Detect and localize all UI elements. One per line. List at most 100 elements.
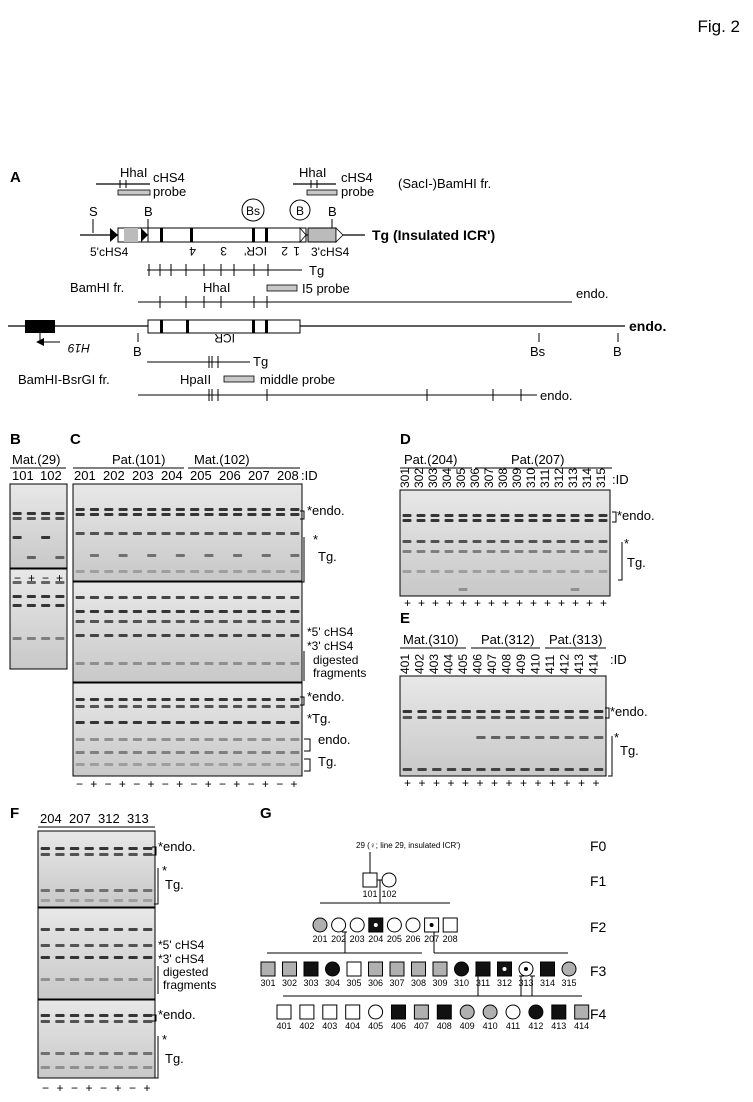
gel-band (461, 768, 471, 771)
gel-band (104, 698, 114, 701)
gel-band (75, 705, 85, 708)
gel-band (75, 513, 85, 516)
panel-b-letter: B (10, 431, 21, 448)
gel-band (458, 550, 468, 553)
pedigree-f3 (561, 961, 577, 977)
gel-band (218, 751, 228, 754)
gel-band (75, 738, 85, 741)
pedigree-id: 206 (405, 934, 420, 944)
gel-band (444, 540, 454, 543)
pedigree-id: 304 (325, 978, 340, 988)
gel-band (476, 716, 486, 719)
gel-band (584, 514, 594, 517)
treatment-mark: + (433, 776, 440, 790)
treatment-mark: + (572, 596, 579, 610)
icr-repeat (160, 320, 163, 333)
d-brackets (612, 511, 623, 581)
gel-band (261, 763, 271, 766)
gel-band (598, 540, 608, 543)
gel-band (104, 763, 114, 766)
gel-band (161, 763, 171, 766)
gel-band (99, 899, 109, 902)
gel-band (549, 710, 560, 713)
gel-band (55, 978, 65, 981)
gel-band (233, 738, 243, 741)
pedigree-female (381, 872, 397, 888)
gel-band (75, 508, 85, 511)
pedigree-id: 205 (387, 934, 402, 944)
repeat-3: 3 (220, 244, 227, 258)
panel-c-treatments: −+−+−+−+−+−+−+−+ (76, 777, 298, 791)
panel-b-id-101: 101 (12, 468, 34, 483)
gel-band (486, 514, 496, 517)
treatment-mark: + (418, 596, 425, 610)
gel-band (290, 610, 300, 613)
gel-band (446, 710, 457, 713)
c-label-tg-star: *Tg. (307, 711, 331, 726)
gel-band (40, 899, 50, 902)
gel-band (84, 956, 94, 959)
gel-band (190, 634, 200, 637)
gel-band (113, 1066, 124, 1069)
gel-band (99, 978, 109, 981)
three-chs4-label: 3'cHS4 (311, 245, 350, 259)
gel-band (55, 517, 65, 520)
gel-band (147, 596, 157, 599)
gel-band (143, 899, 153, 902)
gel-band (570, 550, 580, 553)
gel-band (233, 570, 243, 573)
pedigree-f4 (299, 1004, 315, 1020)
gel-band (584, 570, 594, 573)
gel-band (143, 1052, 153, 1055)
gel-band (190, 596, 200, 599)
gel-band (430, 550, 440, 553)
gel-band (556, 519, 566, 522)
gel-band (143, 847, 153, 850)
gel-band (247, 508, 257, 511)
gel-band (570, 570, 580, 573)
gel-band (89, 751, 100, 754)
gel-band (290, 634, 300, 637)
gel-band (204, 620, 214, 623)
gel-band (446, 768, 457, 771)
gel-band (190, 610, 200, 613)
treatment-mark: + (474, 596, 481, 610)
gel-band (41, 637, 51, 640)
c-label-digested: digested (313, 653, 358, 667)
gel-band (458, 514, 468, 517)
gel-band (128, 928, 138, 931)
gel-band (55, 956, 65, 959)
panel-d-id: 303 (426, 468, 440, 488)
gel-band (564, 768, 574, 771)
icr-repeat (252, 320, 255, 333)
gel-band (520, 768, 530, 771)
gel-band (290, 738, 300, 741)
gel-band (55, 595, 65, 598)
f-label-endo-1: *endo. (158, 839, 196, 854)
gel-band (261, 508, 271, 511)
gel-band (143, 928, 153, 931)
gel-band (55, 847, 65, 850)
panel-f-id: 207 (69, 811, 91, 826)
chs4-probe-left-label-1: cHS4 (153, 170, 185, 185)
gel-band (247, 698, 257, 701)
repeat-2: 2 (281, 244, 288, 258)
treatment-mark: + (549, 776, 556, 790)
gel-band (204, 596, 214, 599)
gel-band (89, 620, 100, 623)
gel-band (444, 514, 454, 517)
gel-band (143, 1014, 153, 1017)
gel-band (564, 736, 574, 739)
gel-band (416, 550, 426, 553)
gel-band (69, 978, 80, 981)
gel-band (40, 853, 50, 856)
panel-d-id: 311 (538, 469, 552, 488)
hpaii-label: HpaII (180, 372, 211, 387)
gel-band (118, 738, 128, 741)
gel-band (218, 634, 228, 637)
pedigree-id: 405 (368, 1021, 383, 1031)
gel-band (402, 540, 412, 543)
endo-label-1: endo. (576, 286, 609, 301)
panel-b-gels (9, 483, 68, 670)
